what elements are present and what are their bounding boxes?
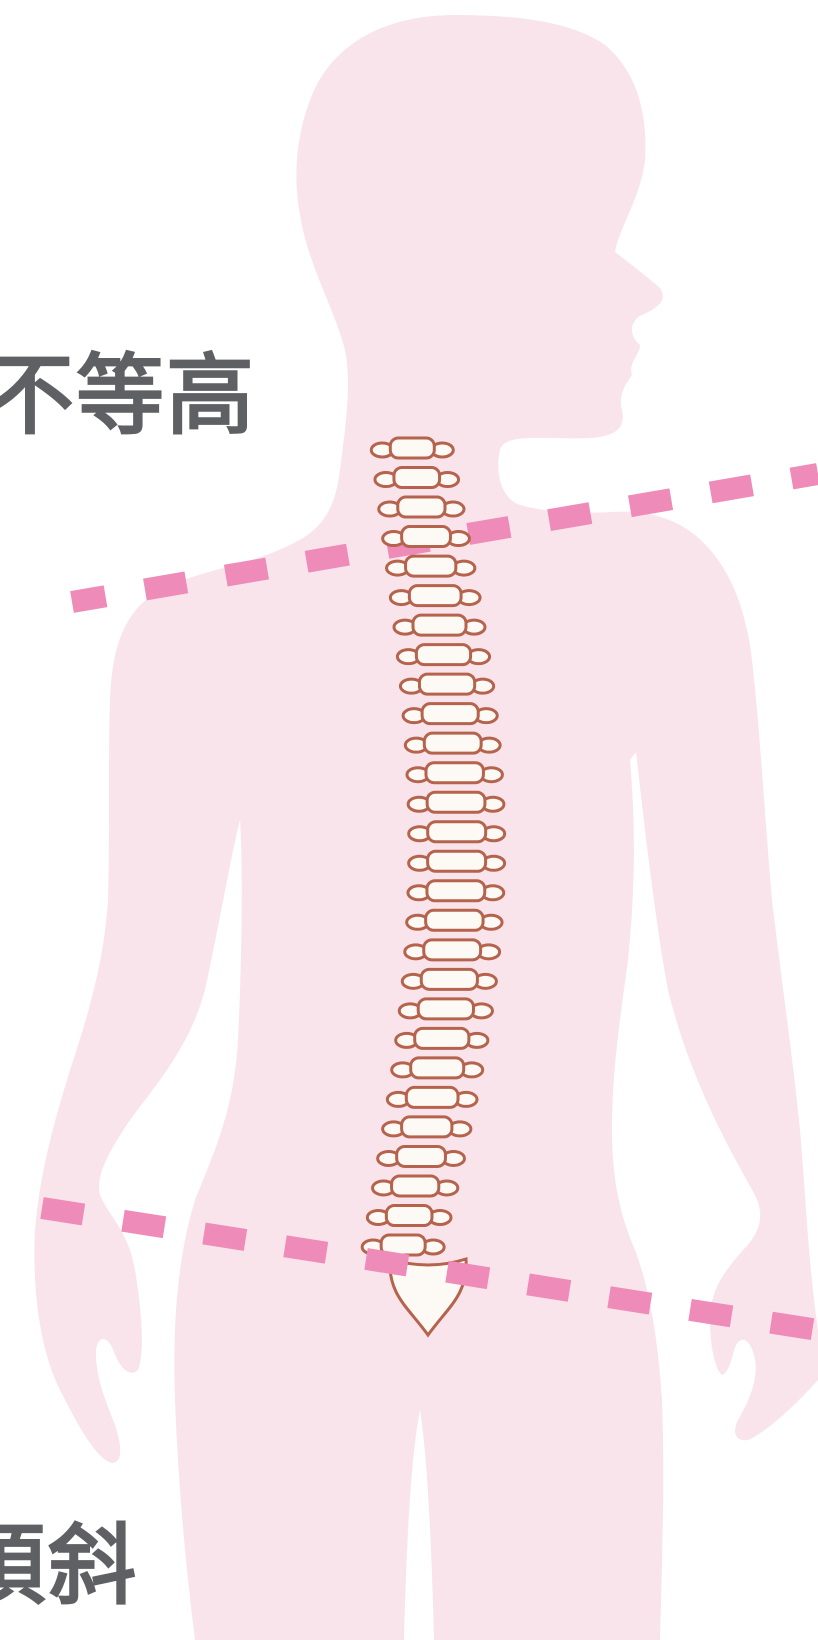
vertebra-body bbox=[397, 1146, 446, 1166]
vertebra-body bbox=[409, 586, 461, 606]
vertebra-body bbox=[411, 1058, 464, 1078]
vertebra-body bbox=[428, 851, 486, 871]
vertebra-body bbox=[415, 1028, 469, 1048]
pelvis-tilt-label: 頃斜 bbox=[0, 1522, 138, 1610]
vertebra-body bbox=[390, 438, 434, 458]
vertebra-body bbox=[392, 1176, 439, 1196]
vertebra-body bbox=[398, 497, 445, 517]
shoulder-uneven-label: 不等高 bbox=[0, 352, 256, 440]
vertebra-body bbox=[402, 1117, 452, 1137]
vertebra-body bbox=[427, 881, 485, 901]
vertebra-body bbox=[413, 615, 466, 635]
vertebra-body bbox=[427, 792, 485, 812]
vertebra-body bbox=[386, 1205, 432, 1225]
vertebra-body bbox=[426, 763, 483, 783]
vertebra-body bbox=[416, 645, 470, 665]
vertebra-body bbox=[422, 704, 478, 724]
vertebra-body bbox=[406, 556, 456, 576]
vertebra-body bbox=[426, 910, 483, 930]
vertebra-body bbox=[394, 468, 440, 488]
vertebra-body bbox=[402, 527, 451, 547]
vertebra-body bbox=[418, 999, 473, 1019]
vertebra-body bbox=[424, 733, 481, 753]
vertebra-body bbox=[428, 822, 486, 842]
vertebra-body bbox=[406, 1087, 458, 1107]
vertebra-body bbox=[424, 940, 481, 960]
vertebra-body bbox=[419, 674, 474, 694]
vertebra-body bbox=[421, 969, 477, 989]
